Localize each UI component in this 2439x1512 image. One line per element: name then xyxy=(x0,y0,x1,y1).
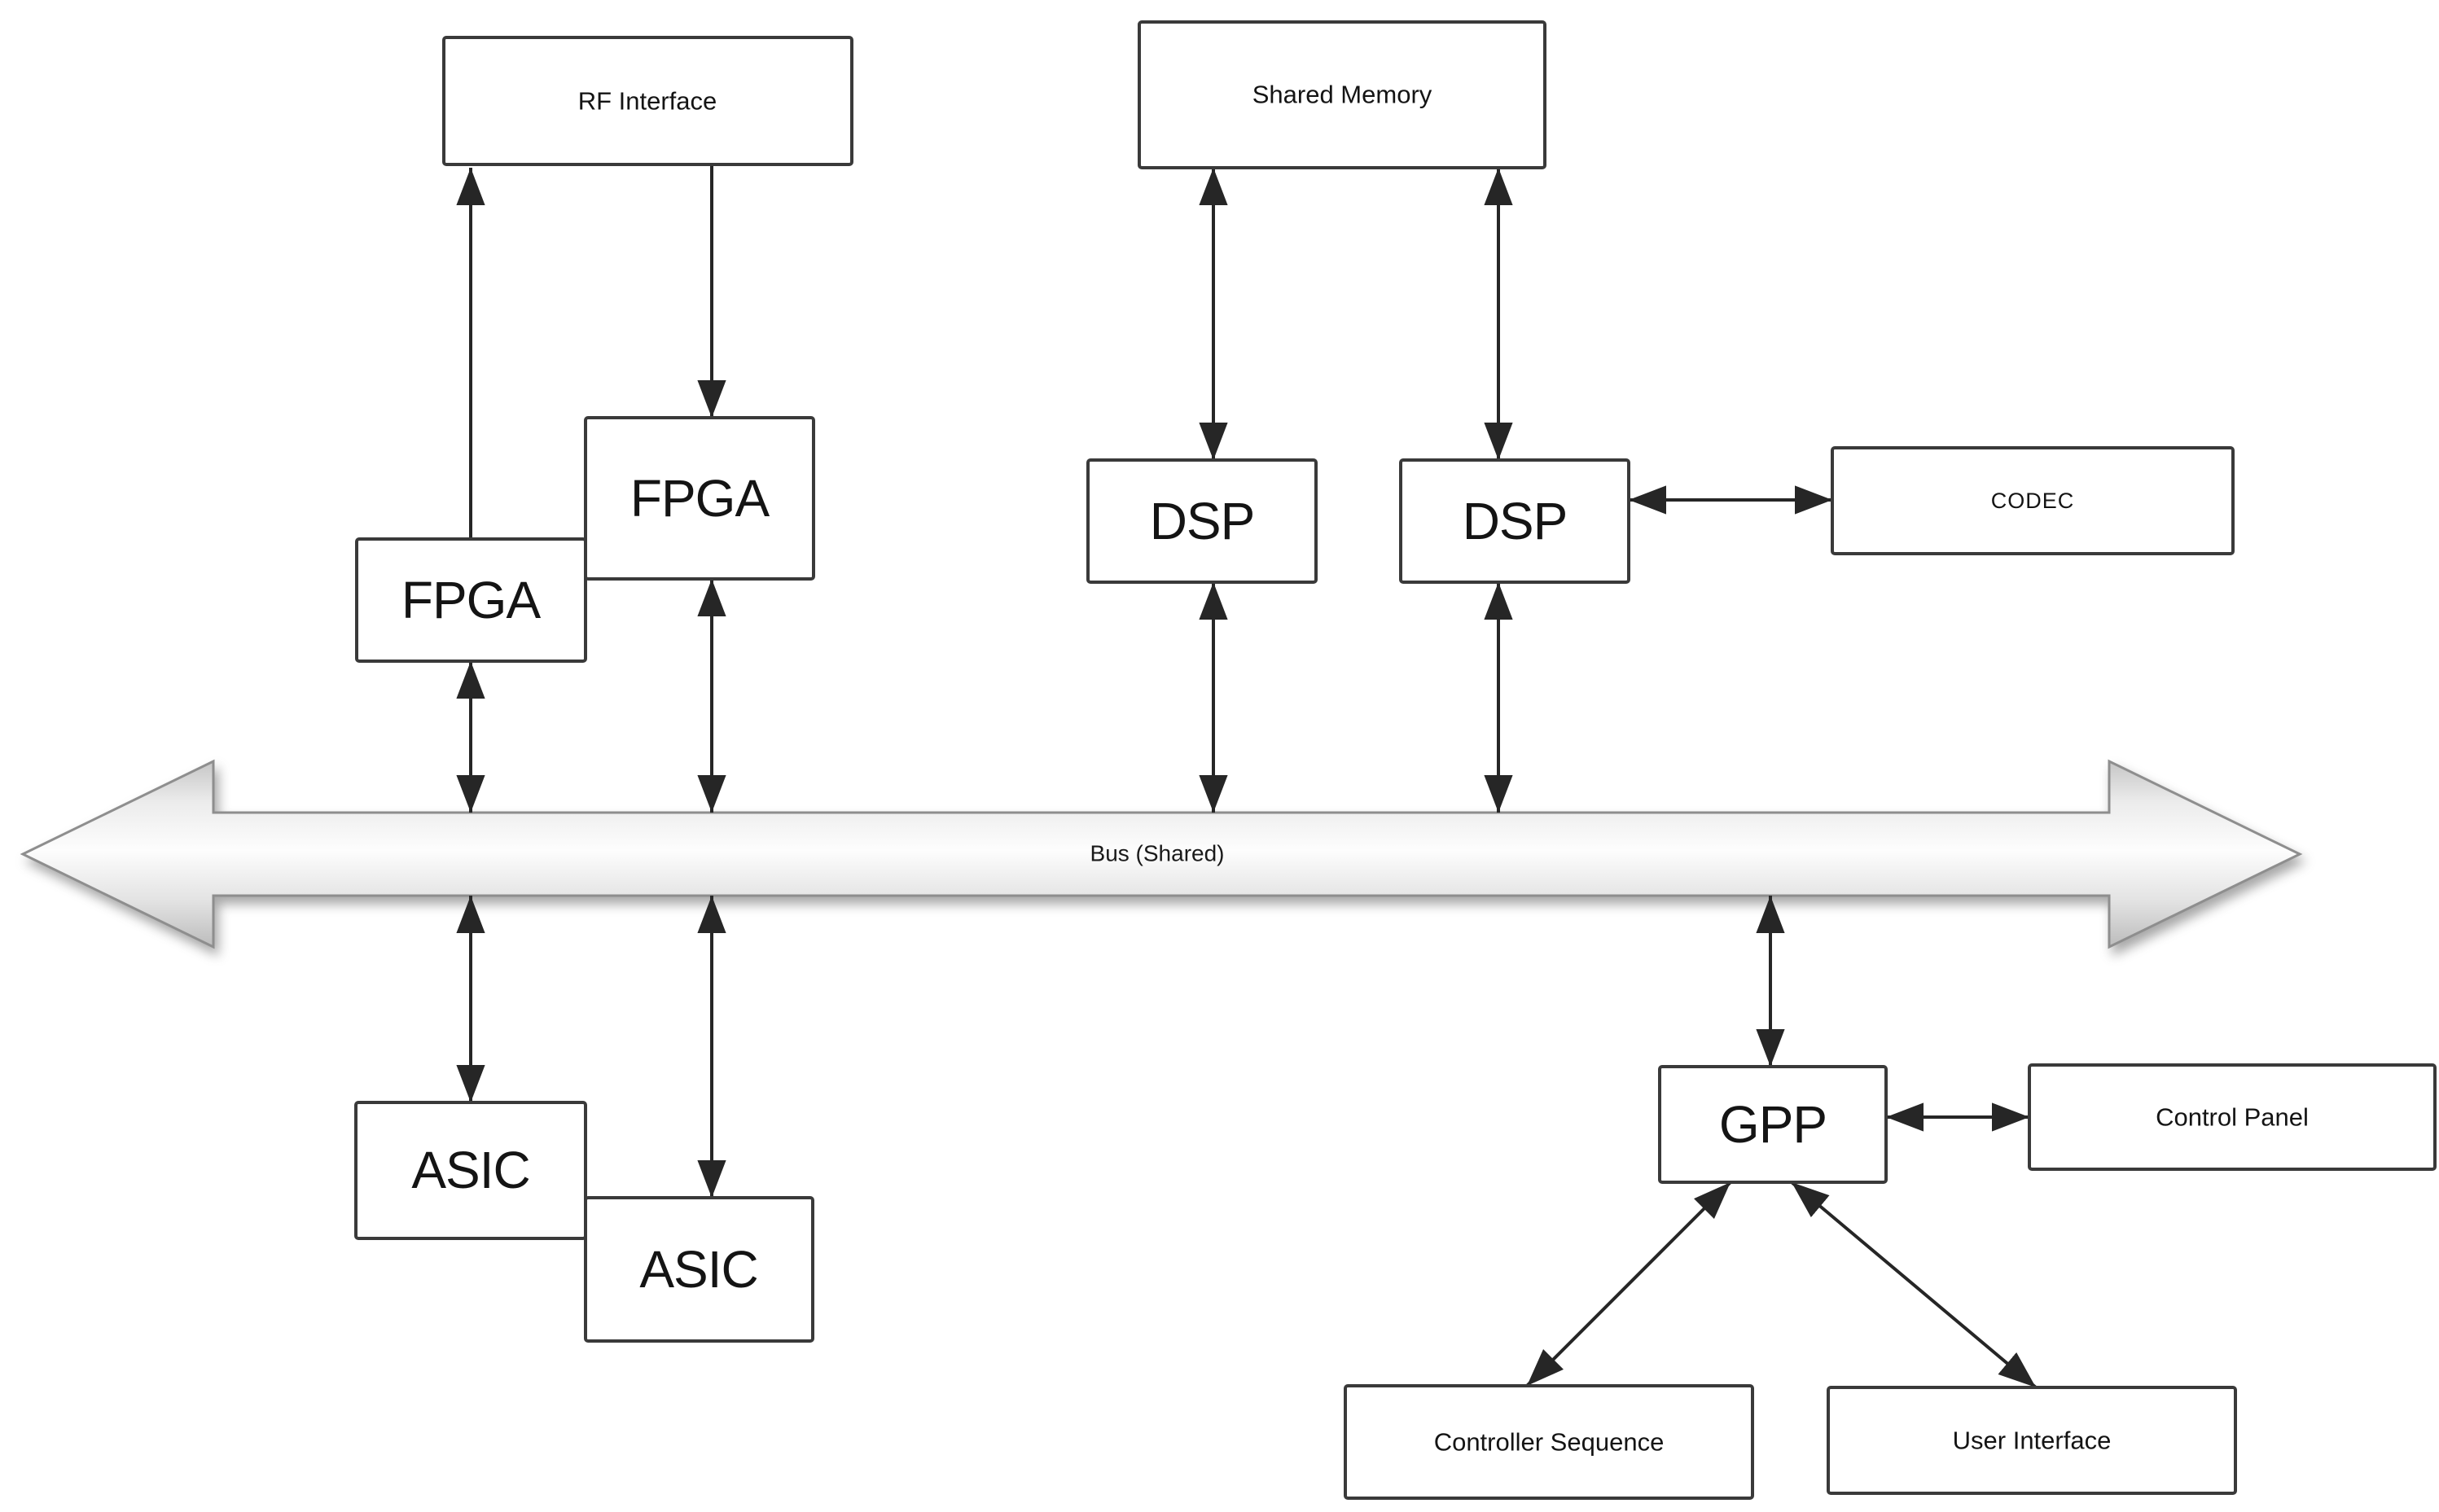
shared-memory-label: Shared Memory xyxy=(1252,81,1432,109)
box-gpp: GPP xyxy=(1658,1065,1888,1184)
box-rf-interface: RF Interface xyxy=(442,36,853,166)
asic-bottom-label: ASIC xyxy=(639,1240,757,1299)
dsp-right-label: DSP xyxy=(1463,492,1568,550)
connector-gpp-to-user-interface xyxy=(1790,1181,2038,1389)
codec-label: CODEC xyxy=(1991,489,2075,513)
box-asic-bottom: ASIC xyxy=(584,1196,814,1343)
box-codec: CODEC xyxy=(1831,446,2235,555)
connector-gpp-to-controller-sequence xyxy=(1525,1181,1732,1387)
dsp-left-label: DSP xyxy=(1150,492,1255,550)
box-asic-top: ASIC xyxy=(354,1101,587,1240)
box-fpga-bottom: FPGA xyxy=(355,537,587,663)
fpga-bottom-label: FPGA xyxy=(401,571,542,629)
connectors xyxy=(456,164,2038,1389)
controller-sequence-label: Controller Sequence xyxy=(1434,1428,1665,1457)
control-panel-label: Control Panel xyxy=(2156,1103,2309,1132)
bus-arrow-shape xyxy=(20,759,2303,949)
fpga-top-label: FPGA xyxy=(630,469,770,528)
box-fpga-top: FPGA xyxy=(584,416,815,581)
asic-top-label: ASIC xyxy=(411,1141,529,1199)
box-dsp-left: DSP xyxy=(1086,458,1318,584)
gpp-label: GPP xyxy=(1719,1095,1827,1154)
rf-interface-label: RF Interface xyxy=(578,87,717,116)
bus-shared: Bus (Shared) xyxy=(20,759,2303,949)
box-user-interface: User Interface xyxy=(1827,1386,2237,1495)
box-control-panel: Control Panel xyxy=(2028,1063,2437,1171)
box-dsp-right: DSP xyxy=(1399,458,1630,584)
box-shared-memory: Shared Memory xyxy=(1138,20,1546,169)
user-interface-label: User Interface xyxy=(1953,1427,2112,1455)
bus-label: Bus (Shared) xyxy=(1090,841,1225,866)
box-controller-sequence: Controller Sequence xyxy=(1344,1384,1754,1500)
boxes: RF Interface Shared Memory FPGA FPGA DSP… xyxy=(354,20,2437,1500)
